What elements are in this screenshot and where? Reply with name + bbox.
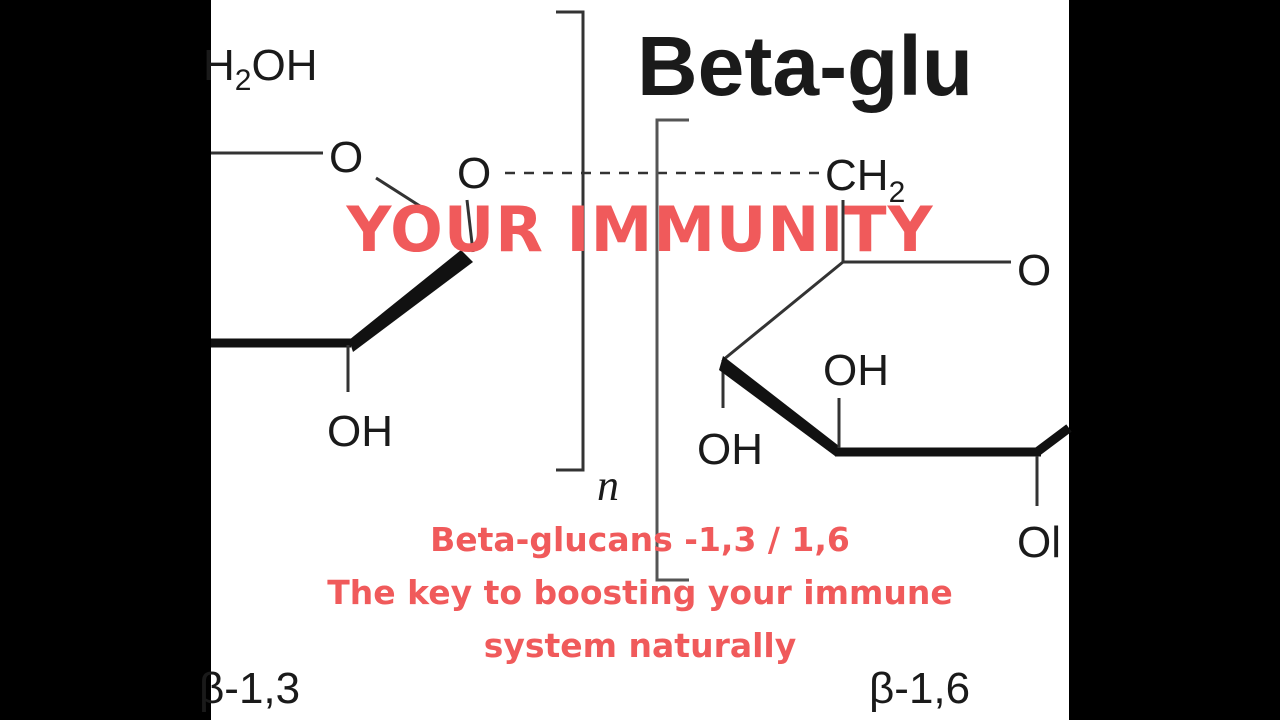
oh-label-right-top: OH [823, 346, 889, 395]
subtitle-line-3: system naturally [483, 626, 797, 665]
ring-oxygen-right: O [1017, 246, 1051, 295]
headline-text: YOUR IMMUNITY [346, 193, 934, 266]
oh-label-right-left: OH [697, 425, 763, 474]
diagram-title: Beta-glu [637, 19, 973, 113]
subtitle-line-1: Beta-glucans -1,3 / 1,6 [430, 520, 850, 559]
subtitle-line-2: The key to boosting your immune [327, 573, 953, 612]
ring-bond [465, 199, 475, 253]
ring-bond [722, 260, 844, 362]
unit-bracket [655, 118, 689, 582]
repeat-bracket [556, 10, 585, 472]
bridge-oxygen: O [457, 149, 491, 198]
oh-label-left: OH [327, 407, 393, 456]
bold-bond [1034, 424, 1072, 456]
chemical-structure-diagram: Beta-glu H2OH O O OH n [199, 10, 1072, 713]
linkage-label-left: β-1,3 [199, 664, 300, 713]
repeat-n: n [597, 461, 619, 510]
wedge-bond [719, 356, 839, 456]
ring-oxygen-left: O [329, 133, 363, 182]
oh-label-right-bottom: Ol [1017, 518, 1061, 567]
linkage-label-right: β-1,6 [869, 664, 970, 713]
ch2oh-label: H2OH [203, 41, 317, 97]
ring-bond [375, 176, 424, 210]
ch2-label: CH2 [825, 151, 905, 209]
beta-glucan-structure-image: Beta-glu H2OH O O OH n [199, 0, 1072, 720]
wedge-bond [349, 250, 473, 352]
